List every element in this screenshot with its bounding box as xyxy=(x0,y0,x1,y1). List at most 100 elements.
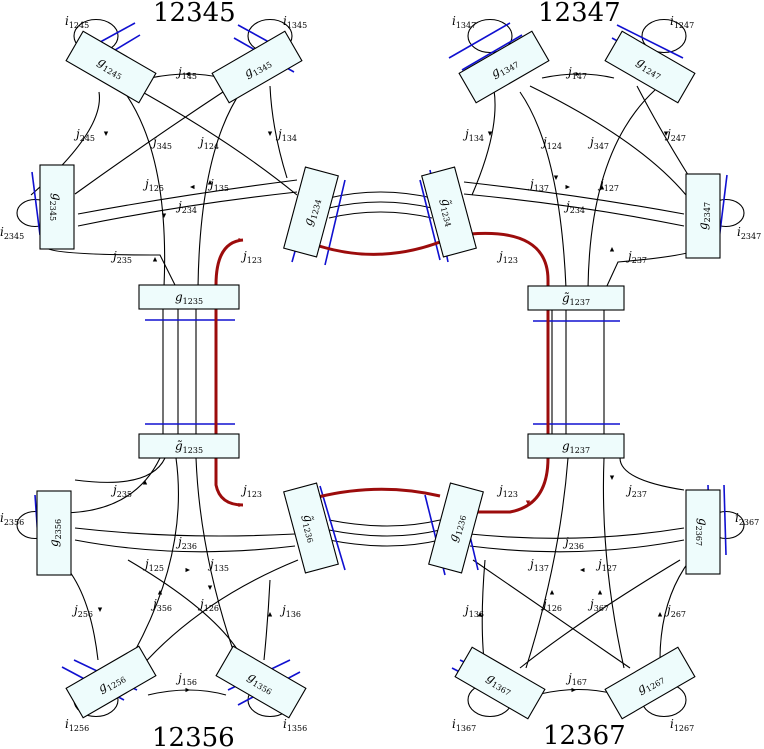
node-box-4 xyxy=(39,164,75,250)
strand-16 xyxy=(463,181,685,215)
arrowhead-6 xyxy=(190,184,195,190)
strand-47 xyxy=(659,559,691,661)
edge-label-i1345: i1345 xyxy=(283,14,307,30)
strand-40 xyxy=(602,457,625,669)
edge-label-i1356: i1356 xyxy=(283,717,307,733)
edge-label-j235: j235 xyxy=(110,249,132,265)
blue-bar-4 xyxy=(448,22,511,59)
node-13: g̃1236 xyxy=(283,482,339,574)
red-path-bottom-bridge xyxy=(317,487,441,499)
edge-label-j123: j123 xyxy=(496,483,518,499)
edge-label-j356: j356 xyxy=(150,597,172,613)
strand-42 xyxy=(469,539,685,553)
edge-label-i1247: i1247 xyxy=(670,14,694,30)
node-15: g2367 xyxy=(685,489,721,575)
strand-46 xyxy=(481,559,486,661)
node-18: g1367 xyxy=(454,646,546,720)
corner-title-12356: 12356 xyxy=(152,723,235,749)
edge-label-j234: j234 xyxy=(563,199,585,215)
strand-15 xyxy=(636,85,691,179)
node-box-5 xyxy=(283,166,339,258)
strand-50 xyxy=(328,529,441,537)
edge-label-j267: j267 xyxy=(664,603,686,619)
edge-label-j345: j345 xyxy=(150,135,172,151)
strand-12 xyxy=(471,89,496,196)
strand-28 xyxy=(74,457,166,483)
edge-label-j137: j137 xyxy=(527,177,549,193)
edge-label-j124: j124 xyxy=(540,135,562,151)
node-box-10 xyxy=(138,433,240,459)
arrowhead-2 xyxy=(103,131,109,136)
node-box-8 xyxy=(138,284,240,310)
strand-4 xyxy=(269,85,288,179)
strand-8 xyxy=(77,191,298,227)
edge-label-j124: j124 xyxy=(197,135,219,151)
red-path-bottom-left xyxy=(214,458,244,507)
edge-label-j137: j137 xyxy=(527,557,549,573)
edge-label-j236: j236 xyxy=(562,535,584,551)
edge-label-i1267: i1267 xyxy=(670,717,694,733)
arrowhead-4 xyxy=(663,131,669,136)
strand-37 xyxy=(263,579,271,661)
node-9: g̃1237 xyxy=(527,285,625,311)
arrowhead-24 xyxy=(157,590,163,595)
arrowhead-13 xyxy=(609,247,615,252)
edge-label-i1347: i1347 xyxy=(452,14,476,30)
arrowhead-10 xyxy=(553,175,559,180)
arrowhead-7 xyxy=(565,184,570,190)
node-label-11: g1237 xyxy=(562,439,590,455)
arrowhead-8 xyxy=(161,213,167,218)
strand-20 xyxy=(328,201,433,209)
strand-3 xyxy=(127,83,298,196)
edge-label-j126: j126 xyxy=(197,597,219,613)
strand-19 xyxy=(328,191,433,199)
edge-label-j135: j135 xyxy=(207,177,229,193)
node-label-7: g2347 xyxy=(696,202,712,230)
loop-2 xyxy=(467,18,513,54)
strand-35 xyxy=(139,559,299,669)
edge-label-i1367: i1367 xyxy=(452,717,476,733)
arrowhead-11 xyxy=(599,185,605,190)
edge-label-j234: j234 xyxy=(175,199,197,215)
node-box-0 xyxy=(65,30,157,104)
strand-48 xyxy=(539,689,615,695)
corner-title-12347: 12347 xyxy=(538,0,621,28)
strand-7 xyxy=(77,179,298,215)
strand-41 xyxy=(619,457,685,491)
edge-label-j156: j156 xyxy=(175,671,197,687)
arrowhead-1 xyxy=(575,71,580,77)
arrowhead-27 xyxy=(597,590,603,595)
edge-label-j147: j147 xyxy=(565,65,587,81)
strand-32 xyxy=(123,457,179,671)
arrowhead-17 xyxy=(580,567,585,573)
node-5: g1234 xyxy=(283,166,339,258)
strand-43 xyxy=(469,527,685,539)
node-label-12: g2356 xyxy=(47,519,63,547)
strand-51 xyxy=(328,539,441,547)
blue-bar-6 xyxy=(616,24,684,59)
strand-14 xyxy=(587,89,656,289)
strand-5 xyxy=(197,89,243,288)
blue-bar-5 xyxy=(461,34,523,71)
strand-2 xyxy=(119,85,166,288)
arrowhead-19 xyxy=(267,612,273,617)
node-7: g2347 xyxy=(685,173,721,259)
edge-label-j245: j245 xyxy=(73,127,95,143)
node-box-7 xyxy=(685,173,721,259)
node-17: g1356 xyxy=(215,645,307,719)
node-box-12 xyxy=(36,490,72,576)
arrowhead-12 xyxy=(152,257,158,262)
edge-label-i2356: i2356 xyxy=(0,511,24,527)
red-arrowhead-2 xyxy=(238,502,243,508)
edge-label-j126: j126 xyxy=(540,597,562,613)
blue-bar-23 xyxy=(723,484,727,556)
node-box-6 xyxy=(421,166,477,258)
edge-label-j247: j247 xyxy=(664,127,686,143)
node-box-17 xyxy=(215,645,307,719)
node-14: g1236 xyxy=(428,482,484,574)
node-3: g1247 xyxy=(604,30,696,104)
edge-label-j367: j367 xyxy=(587,597,609,613)
node-0: g1245 xyxy=(65,30,157,104)
node-16: g1256 xyxy=(65,645,157,719)
